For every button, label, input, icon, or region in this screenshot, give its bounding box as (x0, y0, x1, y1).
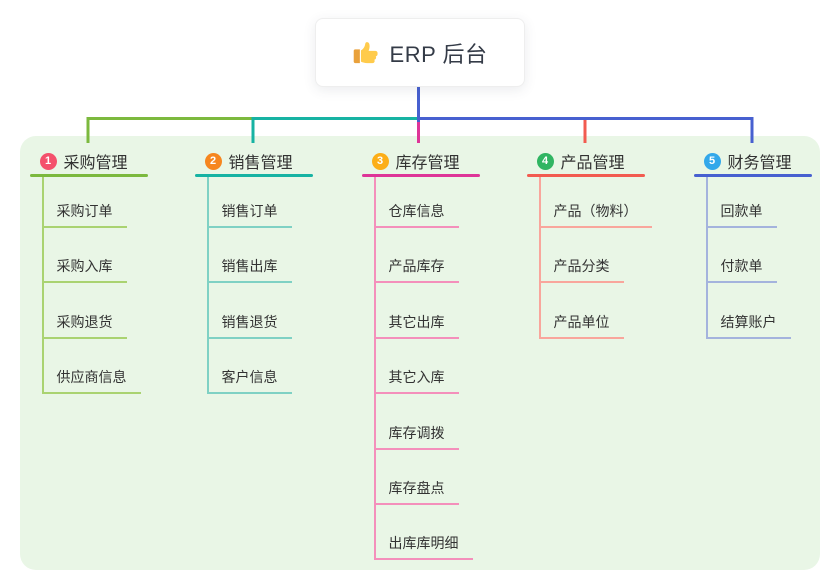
branch-label: 采购管理 (63, 155, 128, 172)
child-label: 产品单位 (538, 312, 624, 339)
child-label: 仓库信息 (373, 201, 459, 228)
child-label: 出库库明细 (373, 533, 473, 561)
child-label: 库存调拨 (373, 423, 459, 450)
child-label: 客户信息 (206, 367, 292, 395)
child-node[interactable]: 产品分类 (538, 228, 652, 284)
branch-number-badge: 4 (536, 152, 554, 170)
branch-number-badge: 1 (39, 152, 57, 170)
child-label: 结算账户 (705, 312, 791, 339)
branch-label: 产品管理 (560, 155, 625, 172)
branch-spine-line (705, 177, 708, 339)
child-node[interactable]: 供应商信息 (41, 339, 141, 395)
branch-node[interactable]: 3 库存管理 (371, 148, 460, 174)
branch-spine-line (41, 177, 44, 395)
connector-line (418, 117, 587, 143)
child-node[interactable]: 销售退货 (206, 283, 292, 339)
child-node[interactable]: 库存盘点 (373, 450, 473, 505)
root-title: ERP 后台 (389, 41, 488, 67)
child-label: 产品分类 (538, 256, 624, 284)
branch-underline (29, 174, 148, 177)
branch-label: 库存管理 (395, 155, 460, 172)
child-node[interactable]: 回款单 (705, 177, 791, 228)
branch-node[interactable]: 1 采购管理 (39, 148, 128, 174)
branch-number-badge: 5 (703, 152, 721, 170)
branch-node[interactable]: 5 财务管理 (703, 148, 792, 174)
child-node[interactable]: 客户信息 (206, 339, 292, 395)
child-label: 回款单 (705, 201, 777, 228)
branch-underline (194, 174, 313, 177)
branch-number-badge: 3 (371, 152, 389, 170)
branch-label: 销售管理 (228, 155, 293, 172)
child-label: 采购退货 (41, 312, 127, 339)
child-node[interactable]: 产品（物料） (538, 177, 652, 228)
child-label: 其它出库 (373, 312, 459, 339)
root-node[interactable]: ERP 后台 (315, 18, 525, 87)
branch-node[interactable]: 2 销售管理 (204, 148, 293, 174)
child-node[interactable]: 采购订单 (41, 177, 141, 228)
thumbs-up-icon (353, 41, 378, 63)
child-label: 销售订单 (206, 201, 292, 228)
child-node[interactable]: 其它入库 (373, 339, 473, 395)
child-label: 产品库存 (373, 256, 459, 284)
branch-underline (693, 174, 812, 177)
child-node[interactable]: 产品单位 (538, 283, 652, 339)
connector-line (418, 117, 754, 143)
child-node[interactable]: 采购退货 (41, 283, 141, 339)
child-node[interactable]: 其它出库 (373, 283, 473, 339)
branch-node[interactable]: 4 产品管理 (536, 148, 625, 174)
connector-line (251, 117, 419, 143)
branch-items: 回款单付款单结算账户 (705, 177, 791, 339)
child-label: 销售出库 (206, 256, 292, 284)
child-label: 库存盘点 (373, 478, 459, 505)
child-node[interactable]: 出库库明细 (373, 505, 473, 561)
child-label: 采购订单 (41, 201, 127, 228)
branch-spine-line (373, 177, 376, 561)
child-node[interactable]: 付款单 (705, 228, 791, 284)
child-node[interactable]: 仓库信息 (373, 177, 473, 228)
branch-items: 采购订单采购入库采购退货供应商信息 (41, 177, 141, 395)
child-node[interactable]: 库存调拨 (373, 394, 473, 450)
child-node[interactable]: 采购入库 (41, 228, 141, 284)
child-label: 其它入库 (373, 367, 459, 395)
branch-items: 仓库信息产品库存其它出库其它入库库存调拨库存盘点出库库明细 (373, 177, 473, 561)
child-node[interactable]: 产品库存 (373, 228, 473, 284)
child-label: 产品（物料） (538, 201, 652, 228)
child-label: 付款单 (705, 256, 777, 284)
branch-spine-line (206, 177, 209, 395)
branch-spine-line (538, 177, 541, 339)
branch-items: 产品（物料） 产品分类产品单位 (538, 177, 652, 339)
child-label: 销售退货 (206, 312, 292, 339)
branch-number-badge: 2 (204, 152, 222, 170)
child-node[interactable]: 结算账户 (705, 283, 791, 339)
branch-items: 销售订单销售出库销售退货客户信息 (206, 177, 292, 395)
child-label: 供应商信息 (41, 367, 141, 395)
branch-underline (526, 174, 645, 177)
child-label: 采购入库 (41, 256, 127, 284)
branch-label: 财务管理 (727, 155, 792, 172)
branch-underline (361, 174, 480, 177)
branches-panel (20, 136, 820, 570)
child-node[interactable]: 销售订单 (206, 177, 292, 228)
child-node[interactable]: 销售出库 (206, 228, 292, 284)
